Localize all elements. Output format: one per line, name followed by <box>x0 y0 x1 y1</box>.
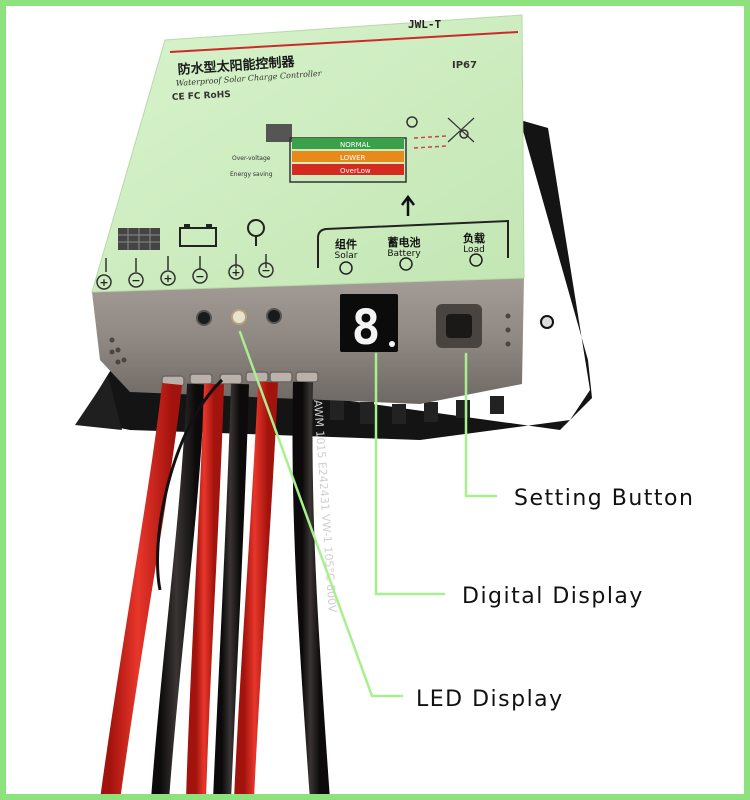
terminal-solar-cn: 组件 <box>335 237 357 251</box>
led-middle <box>231 309 247 325</box>
led-right <box>266 308 282 324</box>
status-bar-lower <box>292 151 404 162</box>
terminal-battery-en: Battery <box>387 249 421 259</box>
load-lamp-icon <box>406 116 418 128</box>
terminal-load-en: Load <box>463 245 485 255</box>
led-lead-wire <box>156 378 224 591</box>
terminal-label-box: 组件 Solar 蓄电池 Battery 负载 Load <box>317 219 509 275</box>
terminal-battery-cn: 蓄电池 <box>388 235 421 249</box>
callout-line-led <box>238 330 404 698</box>
terminal-load-cn: 负载 <box>463 231 485 245</box>
mini-solar-icon <box>266 124 292 142</box>
status-bar-overlow <box>292 164 404 175</box>
wires: AWM 1015 E242431 VW-1 105°C 600V <box>100 378 339 794</box>
svg-text:+: + <box>231 266 240 279</box>
terminal-icons: + − + − + − <box>96 219 274 290</box>
red-wire-solar <box>100 382 182 794</box>
led-indicators <box>196 308 282 326</box>
svg-text:−: − <box>195 270 204 283</box>
setting-button[interactable] <box>436 304 482 348</box>
black-wire-solar <box>151 383 205 794</box>
front-face <box>92 278 524 404</box>
callout-lines <box>238 330 498 698</box>
ip-rating: IP67 <box>452 60 477 71</box>
status-overlow-text: OverLow <box>340 167 371 175</box>
display-digit: 8 <box>352 300 381 356</box>
model-label: JWL-T <box>408 18 441 31</box>
terminal-solar-en: Solar <box>335 251 358 261</box>
setting-button-label: Setting Button <box>514 486 695 511</box>
red-wire-battery <box>186 383 224 794</box>
svg-text:−: − <box>131 274 140 287</box>
black-wire-load <box>292 381 330 794</box>
callout-line-digital <box>374 352 446 596</box>
status-normal-text: NORMAL <box>340 141 370 149</box>
label-panel: JWL-T 防水型太阳能控制器 Waterproof Solar Charge … <box>91 14 525 293</box>
black-wire-battery <box>213 383 249 794</box>
callout-line-setting <box>464 352 498 498</box>
status-lower-text: LOWER <box>340 154 366 162</box>
svg-text:+: + <box>163 272 172 285</box>
svg-text:−: − <box>261 264 270 277</box>
led-display-label: LED Display <box>416 687 564 712</box>
digital-display-label: Digital Display <box>462 584 644 609</box>
led-left <box>196 310 212 326</box>
red-wire-load <box>234 381 278 794</box>
energy-saving-text: Energy saving <box>230 171 273 178</box>
certification-marks: CE FC RoHS <box>172 90 231 103</box>
battery-icon <box>179 227 217 247</box>
digital-display: 8 <box>340 294 398 356</box>
overvoltage-text: Over-voltage <box>232 155 271 162</box>
arrow-up-icon <box>401 194 415 216</box>
svg-text:+: + <box>99 276 108 289</box>
status-diagram: NORMAL LOWER OverLow Over-voltage Energy… <box>230 116 475 183</box>
status-bar-normal <box>292 138 404 149</box>
